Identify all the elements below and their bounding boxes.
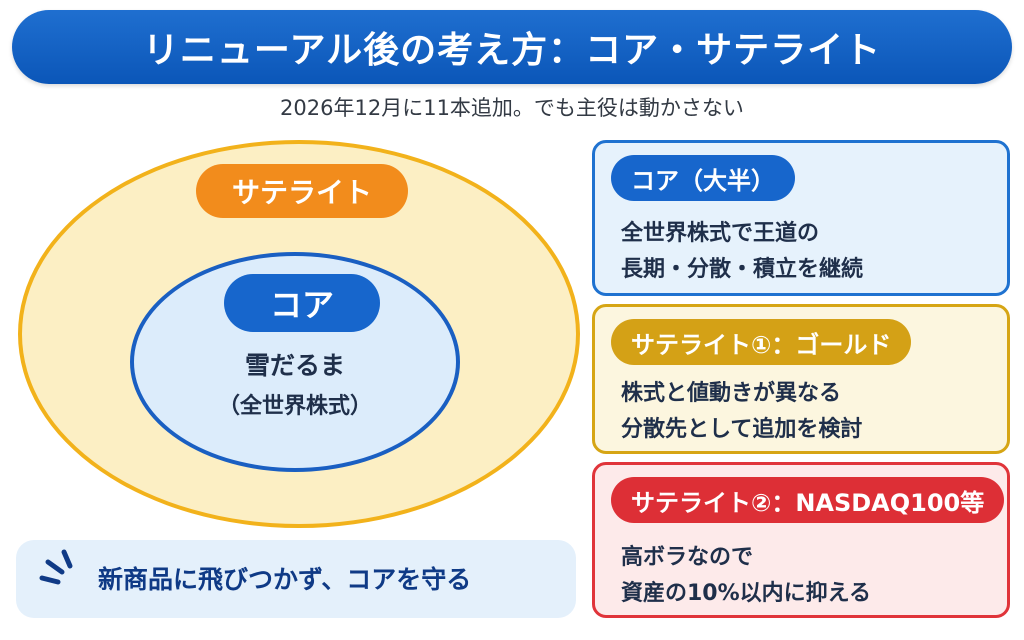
core-label: コア <box>224 274 380 332</box>
emphasis-rays-icon <box>39 549 73 585</box>
satellite-label: サテライト <box>196 164 408 218</box>
nasdaq-card: サテライト②：NASDAQ100等 高ボラなので 資産の10%以内に抑える <box>592 462 1010 618</box>
nasdaq-card-line1: 高ボラなので <box>621 545 754 570</box>
core-description-line2: （全世界株式） <box>217 394 372 419</box>
gold-card-line2: 分散先として追加を検討 <box>621 417 863 442</box>
note-box <box>16 540 576 618</box>
page-title: リニューアル後の考え方：コア・サテライト <box>12 10 1012 84</box>
gold-card: サテライト①：ゴールド 株式と値動きが異なる 分散先として追加を検討 <box>592 304 1010 454</box>
core-card-label: コア（大半） <box>611 155 795 201</box>
page-subtitle: 2026年12月に11本追加。でも主役は動かさない <box>280 96 744 120</box>
nasdaq-card-label: サテライト②：NASDAQ100等 <box>611 477 1005 523</box>
gold-card-label: サテライト①：ゴールド <box>611 319 912 365</box>
core-description-line1: 雪だるま <box>244 351 345 380</box>
core-card-line2: 長期・分散・積立を継続 <box>621 257 864 282</box>
nasdaq-card-line2: 資産の10%以内に抑える <box>621 581 871 606</box>
core-card: コア（大半） 全世界株式で王道の 長期・分散・積立を継続 <box>592 140 1010 296</box>
core-card-line1: 全世界株式で王道の <box>621 221 820 246</box>
note-text: 新商品に飛びつかず、コアを守る <box>98 565 472 594</box>
gold-card-line1: 株式と値動きが異なる <box>621 381 842 406</box>
